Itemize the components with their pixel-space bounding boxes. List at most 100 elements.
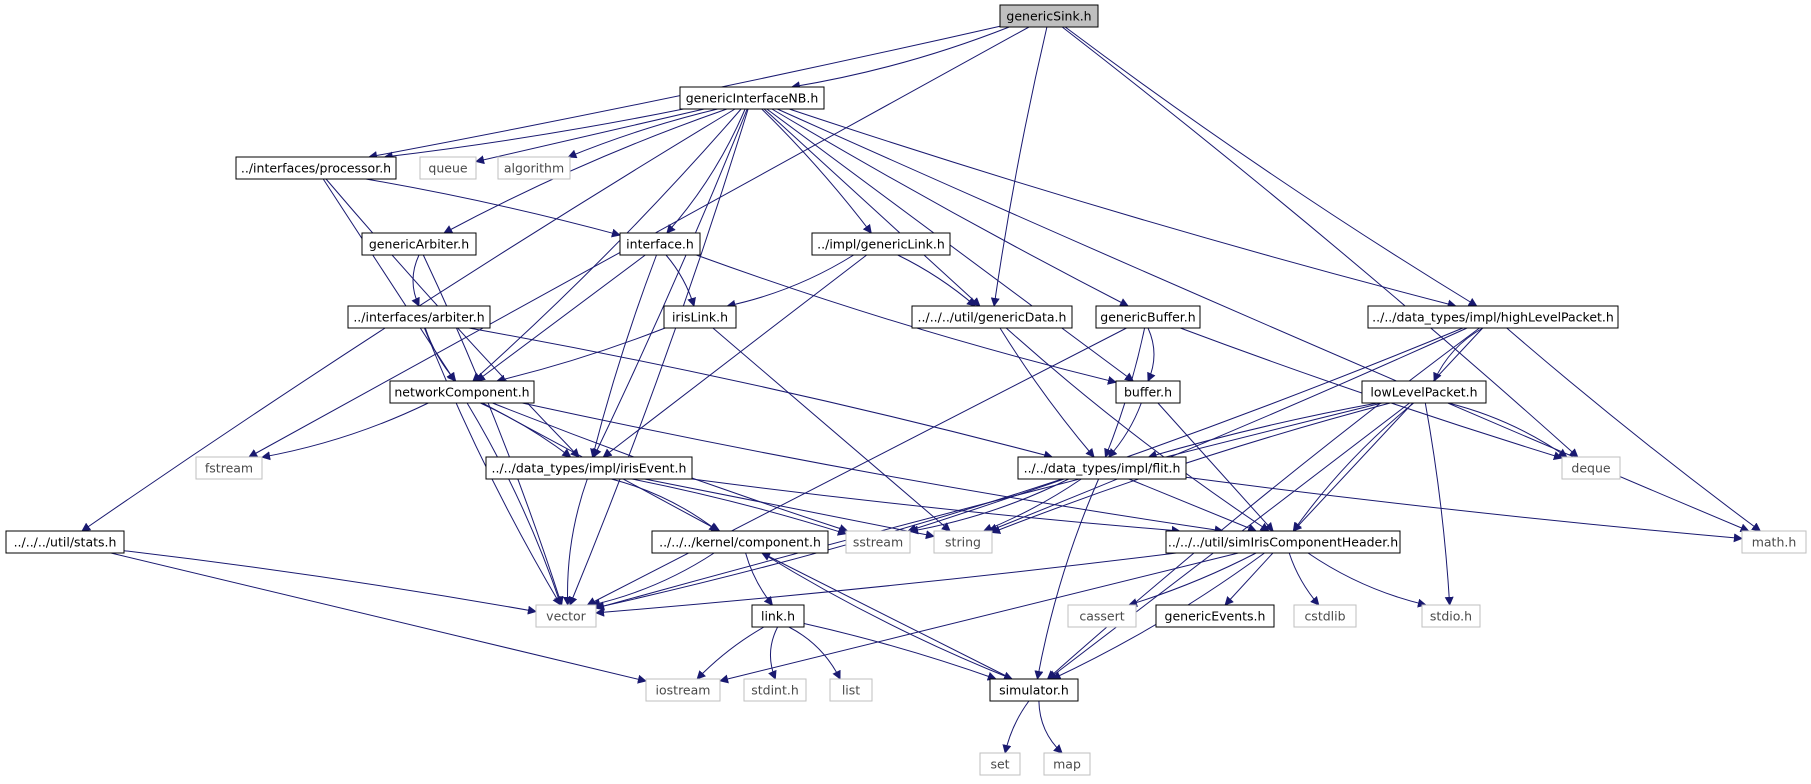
edge-interface-to-irisLink: [665, 254, 696, 307]
edge-genericSink-to-genericData: [990, 26, 1048, 307]
edge-networkComponent-to-fstream: [261, 402, 429, 461]
edge-highLevelPacket-to-string: [988, 327, 1468, 533]
node-interface-box: [619, 232, 701, 256]
node-networkComponent[interactable]: networkComponent.h: [389, 380, 535, 404]
node-iostream: iostream: [645, 678, 721, 702]
node-genericSink[interactable]: genericSink.h: [999, 4, 1099, 28]
node-arbiter-box: [347, 305, 491, 329]
node-link-label: link.h: [761, 609, 795, 624]
node-simulator-label: simulator.h: [999, 683, 1069, 698]
node-map-box: [1043, 752, 1091, 776]
node-map: map: [1043, 752, 1091, 776]
node-cstdlib-label: cstdlib: [1304, 609, 1345, 624]
node-highLevelPacket-box: [1367, 305, 1619, 329]
node-genericLink-box: [811, 232, 951, 256]
node-highLevelPacket[interactable]: ../../data_types/impl/highLevelPacket.h: [1367, 305, 1619, 329]
edge-highLevelPacket-to-sstream: [907, 327, 1464, 533]
node-processor[interactable]: ../interfaces/processor.h: [235, 156, 397, 180]
node-flit[interactable]: ../../data_types/impl/flit.h: [1017, 456, 1187, 480]
edge-irisEvent-to-vector: [562, 478, 588, 606]
edge-component-to-simulator: [761, 552, 1013, 681]
edge-flit-to-sstream: [909, 478, 1069, 535]
edge-component-to-vector: [591, 552, 715, 608]
node-stats[interactable]: ../../../util/stats.h: [5, 530, 125, 554]
node-interface[interactable]: interface.h: [619, 232, 701, 256]
edge-lowLevelPacket-to-simIris: [1292, 402, 1415, 532]
node-cstdlib: cstdlib: [1293, 604, 1357, 628]
node-genericInterfaceNB[interactable]: genericInterfaceNB.h: [679, 86, 825, 110]
edge-genericInterfaceNB-to-highLevelPacket: [789, 108, 1457, 309]
edge-genericInterfaceNB-to-queue: [475, 108, 705, 165]
edge-simIris-to-vector: [595, 552, 1177, 617]
node-genericSink-box: [999, 4, 1099, 28]
node-genericBuffer-label: genericBuffer.h: [1100, 310, 1195, 325]
node-algorithm-box: [497, 156, 571, 180]
edge-highLevelPacket-to-simIris: [1292, 327, 1484, 532]
nodes-layer: genericSink.h genericInterfaceNB.h ../inte…: [5, 4, 1807, 776]
edge-simulator-to-component: [761, 552, 1013, 680]
node-arbiter[interactable]: ../interfaces/arbiter.h: [347, 305, 491, 329]
node-queue-box: [419, 156, 477, 180]
node-lowLevelPacket[interactable]: lowLevelPacket.h: [1361, 380, 1487, 404]
edge-genericInterfaceNB-to-interface: [666, 108, 746, 234]
edge-flit-to-vector: [595, 478, 1063, 611]
node-list-box: [829, 678, 873, 702]
edge-component-to-link: [745, 552, 773, 606]
node-deque-label: deque: [1571, 461, 1610, 476]
node-genericSink-label: genericSink.h: [1006, 9, 1091, 24]
node-processor-label: ../interfaces/processor.h: [241, 161, 391, 176]
edges-layer: [81, 25, 1762, 754]
edge-lowLevelPacket-to-stdio: [1424, 402, 1454, 606]
node-set: set: [979, 752, 1021, 776]
node-vector-label: vector: [546, 609, 587, 624]
node-genericEvents[interactable]: genericEvents.h: [1155, 604, 1275, 628]
node-component[interactable]: ../../../kernel/component.h: [651, 530, 829, 554]
node-string-label: string: [945, 535, 981, 550]
node-lowLevelPacket-label: lowLevelPacket.h: [1370, 385, 1477, 400]
node-irisLink-box: [663, 305, 737, 329]
node-genericData-box: [911, 305, 1073, 329]
edge-genericSink-to-deque: [1061, 26, 1579, 458]
node-genericArbiter[interactable]: genericArbiter.h: [361, 232, 477, 256]
node-stdio: stdio.h: [1421, 604, 1481, 628]
node-simulator[interactable]: simulator.h: [989, 678, 1079, 702]
edge-arbiter-to-networkComponent: [424, 327, 457, 382]
edge-highLevelPacket-to-lowLevelPacket: [1433, 327, 1484, 382]
node-irisEvent[interactable]: ../../data_types/impl/irisEvent.h: [485, 456, 693, 480]
node-sstream-label: sstream: [853, 535, 903, 550]
node-genericInterfaceNB-label: genericInterfaceNB.h: [686, 91, 819, 106]
edge-genericSink-to-highLevelPacket: [1064, 26, 1478, 307]
node-irisEvent-box: [485, 456, 693, 480]
node-genericLink[interactable]: ../impl/genericLink.h: [811, 232, 951, 256]
node-component-box: [651, 530, 829, 554]
edge-genericInterfaceNB-to-vector: [568, 108, 749, 606]
edge-flit-to-simIris: [1128, 478, 1257, 533]
node-buffer[interactable]: buffer.h: [1115, 380, 1181, 404]
edge-irisLink-to-networkComponent: [496, 327, 666, 384]
node-simIris[interactable]: ../../../util/simIrisComponentHeader.h: [1165, 530, 1401, 554]
node-map-label: map: [1053, 757, 1081, 772]
edge-genericInterfaceNB-to-algorithm: [567, 108, 718, 159]
node-genericBuffer[interactable]: genericBuffer.h: [1095, 305, 1201, 329]
node-genericBuffer-box: [1095, 305, 1201, 329]
node-irisLink[interactable]: irisLink.h: [663, 305, 737, 329]
node-genericData[interactable]: ../../../util/genericData.h: [911, 305, 1073, 329]
node-vector-box: [535, 604, 597, 628]
edge-flit-to-mathh: [1185, 476, 1743, 543]
node-buffer-label: buffer.h: [1124, 385, 1172, 400]
node-flit-label: ../../data_types/impl/flit.h: [1024, 461, 1181, 476]
node-sstream: sstream: [845, 530, 911, 554]
edge-networkComponent-to-vector: [466, 402, 563, 606]
node-sstream-box: [845, 530, 911, 554]
node-queue: queue: [419, 156, 477, 180]
edge-genericArbiter-to-arbiter: [411, 254, 420, 307]
node-simulator-box: [989, 678, 1079, 702]
edge-lowLevelPacket-to-flit: [1147, 402, 1378, 460]
edge-irisEvent-to-simIris: [691, 478, 1181, 535]
edge-genericLink-to-genericData: [897, 254, 976, 307]
edge-stats-to-vector: [123, 550, 537, 615]
edge-genericInterfaceNB-to-genericData: [763, 108, 981, 307]
node-genericArbiter-box: [361, 232, 477, 256]
node-link[interactable]: link.h: [751, 604, 805, 628]
node-stdio-label: stdio.h: [1430, 609, 1472, 624]
